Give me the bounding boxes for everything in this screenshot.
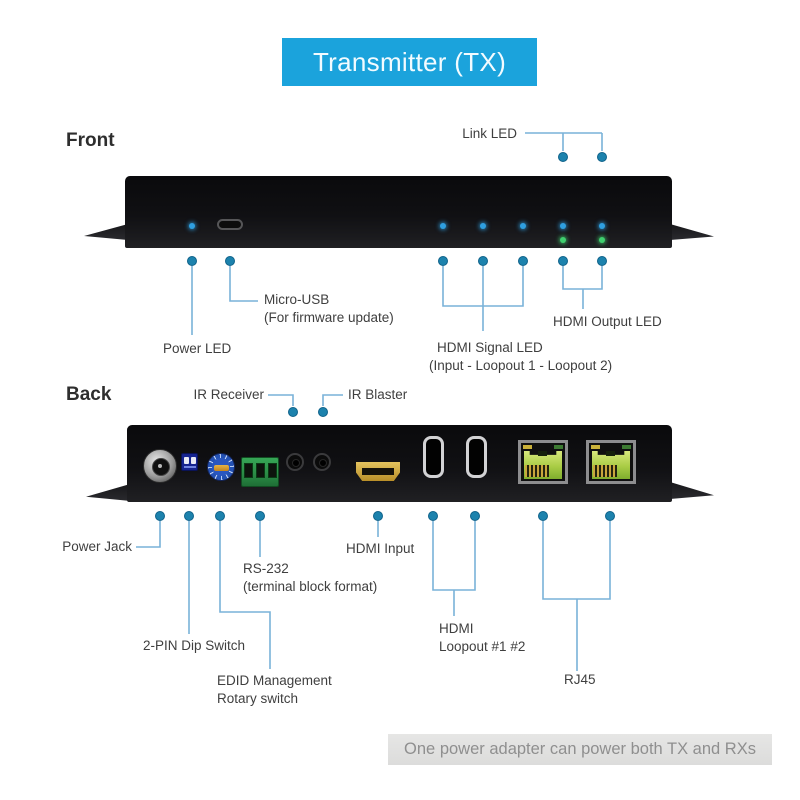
callout-dot <box>187 256 197 266</box>
hdmi-signal-led-loopout1 <box>480 223 486 229</box>
hdmi-output-led-2 <box>599 237 605 243</box>
rs232-label: RS-232 (terminal block format) <box>243 561 378 594</box>
callout-dot <box>597 152 607 162</box>
callout-dot <box>558 152 568 162</box>
rj45-port-1 <box>518 440 568 484</box>
front-mount-ear-right <box>670 224 714 240</box>
callout-dot <box>597 256 607 266</box>
callout-dot <box>478 256 488 266</box>
micro-usb-port <box>217 219 243 230</box>
front-heading: Front <box>66 130 115 151</box>
link-led-label: Link LED <box>462 126 517 141</box>
power-jack-label: Power Jack <box>62 539 132 554</box>
hdmi-signal-led-label: HDMI Signal LED <box>437 340 543 355</box>
dip-switch-label: 2-PIN Dip Switch <box>143 638 246 653</box>
hdmi-input-label: HDMI Input <box>346 541 415 556</box>
hdmi-signal-led-loopout2 <box>520 223 526 229</box>
link-led-callout <box>525 132 603 151</box>
front-mount-ear-left <box>84 224 128 240</box>
edid-label: EDID Management Rotary switch <box>217 673 332 706</box>
callout-dot <box>288 407 298 417</box>
rj45-port-2 <box>586 440 636 484</box>
hdmi-loopout-callout <box>432 521 476 616</box>
callout-dot <box>605 511 615 521</box>
callout-dot <box>470 511 480 521</box>
hdmi-loopout-port-1 <box>423 436 444 478</box>
footer-note-banner: One power adapter can power both TX and … <box>388 734 772 765</box>
ir-blaster-callout <box>322 394 343 406</box>
callout-dot <box>373 511 383 521</box>
callout-dot <box>225 256 235 266</box>
hdmi-signal-callout <box>442 266 524 331</box>
back-heading: Back <box>66 384 112 405</box>
callout-dot <box>155 511 165 521</box>
callout-dot <box>184 511 194 521</box>
ir-receiver-label: IR Receiver <box>193 387 264 402</box>
callout-dot <box>538 511 548 521</box>
ir-blaster-jack <box>313 453 331 471</box>
back-mount-ear-right <box>670 482 714 499</box>
rj45-label: RJ45 <box>564 672 596 687</box>
hdmi-signal-led-input <box>440 223 446 229</box>
link-led-1 <box>560 223 566 229</box>
ir-blaster-label: IR Blaster <box>348 387 408 402</box>
hdmi-loopout-port-2 <box>466 436 487 478</box>
hdmi-output-led-1 <box>560 237 566 243</box>
link-led-2 <box>599 223 605 229</box>
callout-dot <box>428 511 438 521</box>
callout-dot <box>558 256 568 266</box>
power-led-label: Power LED <box>163 341 232 356</box>
power-led <box>189 223 195 229</box>
dip-switch <box>181 453 198 471</box>
rj45-callout <box>542 521 611 671</box>
hdmi-output-led-label: HDMI Output LED <box>553 314 662 329</box>
micro-usb-callout <box>229 266 258 302</box>
ir-receiver-jack <box>286 453 304 471</box>
hdmi-output-callout <box>562 266 603 309</box>
hdmi-input-port <box>356 462 400 481</box>
back-mount-ear-left <box>86 484 130 501</box>
micro-usb-label: Micro-USB (For firmware update) <box>264 292 394 325</box>
power-jack-port <box>143 449 177 483</box>
hdmi-loopout-label: HDMI Loopout #1 #2 <box>439 621 526 654</box>
callout-dot <box>438 256 448 266</box>
callout-dot <box>518 256 528 266</box>
ir-receiver-callout <box>268 394 294 406</box>
callout-dot <box>215 511 225 521</box>
rs232-terminal-block <box>241 457 279 487</box>
front-device <box>125 176 672 248</box>
hdmi-signal-led-sublabel: (Input - Loopout 1 - Loopout 2) <box>429 358 613 373</box>
callout-dot <box>255 511 265 521</box>
edid-rotary-switch <box>207 453 235 481</box>
callout-dot <box>318 407 328 417</box>
page-title: Transmitter (TX) <box>312 46 507 77</box>
footer-note: One power adapter can power both TX and … <box>404 740 756 758</box>
power-jack-callout <box>136 521 161 548</box>
title-banner: Transmitter (TX) <box>282 38 537 86</box>
